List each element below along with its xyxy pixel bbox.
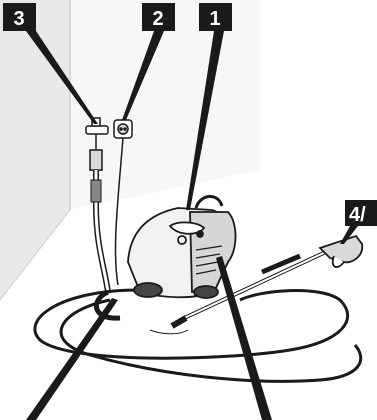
callout-4-label: 4/ (349, 204, 366, 226)
callout-4: 4/ (340, 200, 377, 244)
high-pressure-hose (35, 290, 361, 381)
pressure-washer-unit (128, 196, 236, 298)
callout-2-label: 2 (152, 8, 163, 30)
trigger-gun-icon (262, 236, 362, 272)
wall-socket-icon (114, 120, 132, 138)
callout-1-label: 1 (209, 8, 220, 30)
callout-3-label: 3 (13, 8, 24, 30)
